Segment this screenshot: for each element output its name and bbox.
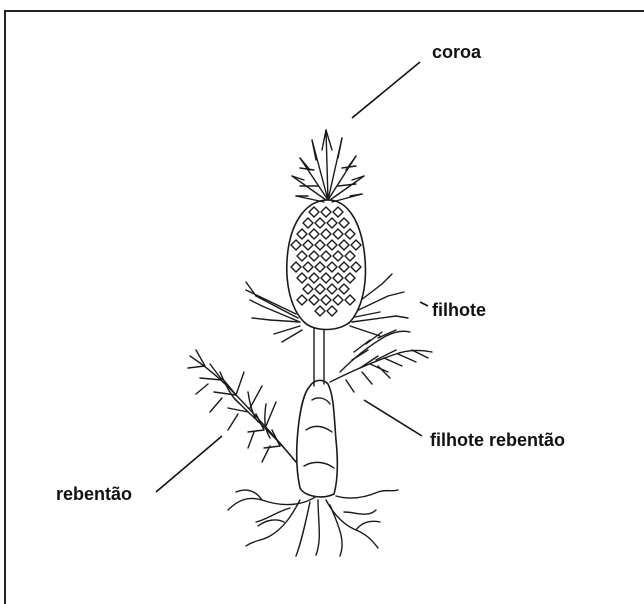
rebentao-leader — [156, 436, 222, 492]
label-rebentao: rebentão — [56, 484, 132, 504]
filhote-rebentao-shoot — [330, 330, 432, 392]
label-filhote: filhote — [432, 300, 486, 320]
filhote-rebentao-leader — [364, 400, 422, 436]
rebentao-shoot — [188, 350, 296, 462]
filhote-leader — [420, 302, 428, 306]
peduncle — [314, 326, 324, 386]
coroa-leader — [352, 62, 420, 118]
label-filhote-rebentao: filhote rebentão — [430, 430, 565, 450]
crown — [292, 130, 364, 202]
label-coroa: coroa — [432, 42, 482, 62]
roots — [228, 490, 398, 556]
pineapple-fruit — [287, 200, 366, 330]
